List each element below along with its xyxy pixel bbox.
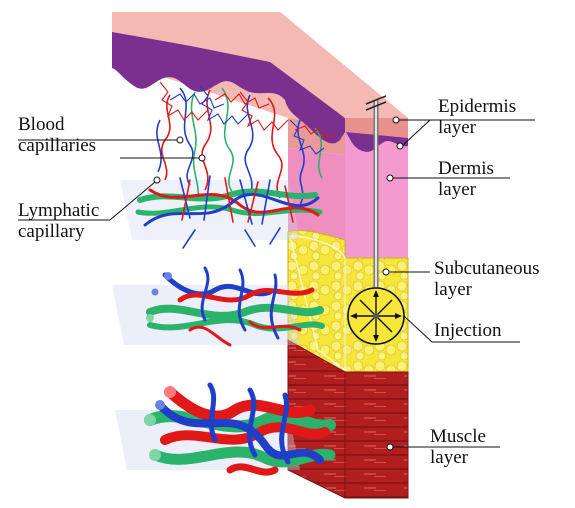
lymphatic-capillary-label: Lymphatic capillary <box>18 200 100 242</box>
needle <box>365 95 387 320</box>
epidermis-label: Epidermis layer <box>438 96 517 138</box>
muscle-front <box>344 371 409 499</box>
basal-layer <box>112 30 408 152</box>
dermis-label: Dermis layer <box>438 158 494 200</box>
papillary-net <box>159 81 336 155</box>
subcutaneous-label: Subcutaneous layer <box>434 258 540 300</box>
bottom-vessels <box>144 382 336 476</box>
epidermis-top-upper <box>112 12 408 118</box>
capillary-loops <box>156 87 323 206</box>
upper-vessels <box>135 175 323 249</box>
fat-lobule-1 <box>289 235 346 372</box>
injection-label: Injection <box>434 320 502 341</box>
middle-vessels <box>146 266 325 347</box>
leader-lines <box>18 116 535 451</box>
injection-site <box>347 287 405 345</box>
muscle-label: Muscle layer <box>430 426 486 468</box>
blood-capillaries-label: Blood capillaries <box>18 114 97 156</box>
